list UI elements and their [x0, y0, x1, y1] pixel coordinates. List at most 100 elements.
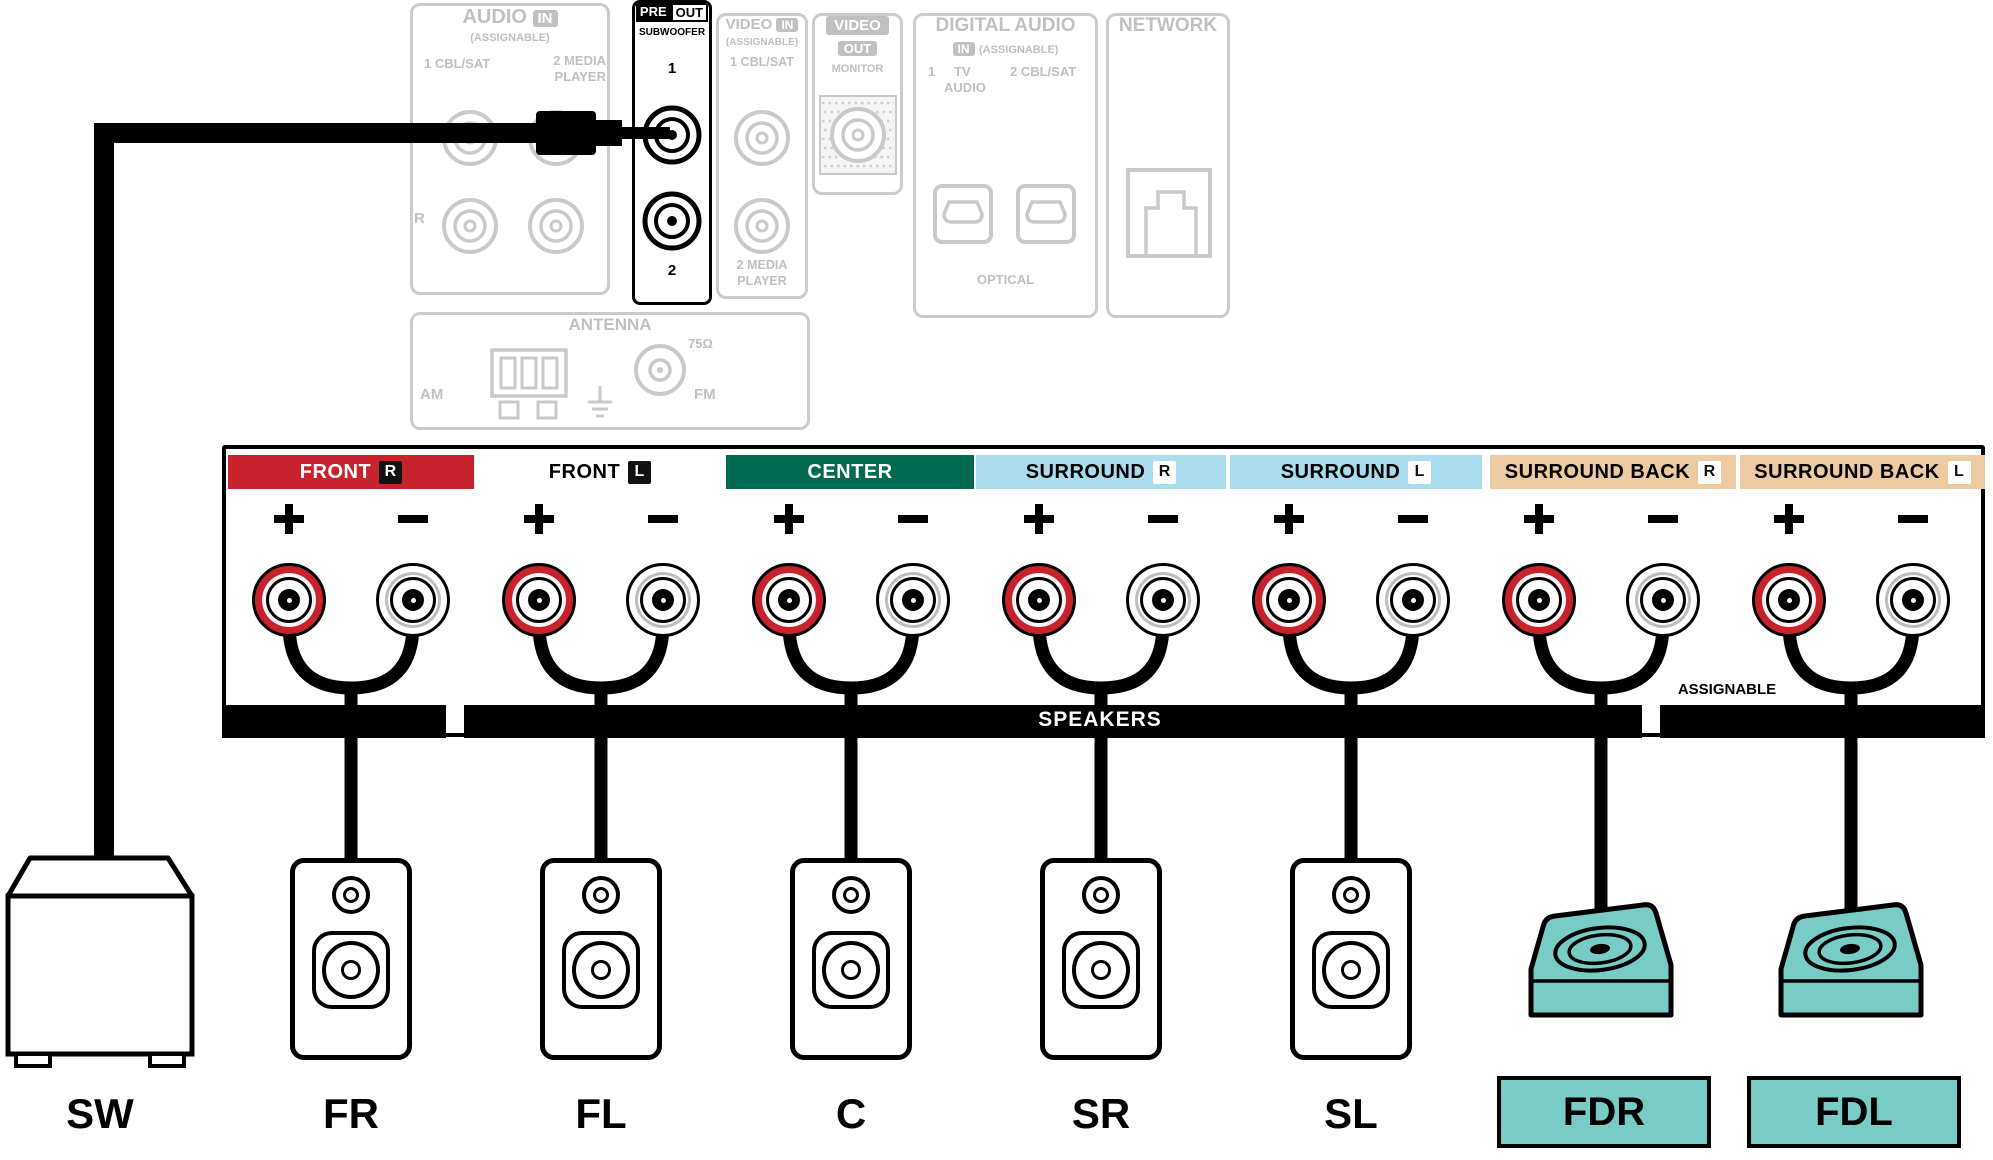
pre-out-header: PRE OUT — [634, 3, 710, 22]
channel-label-surround-l: SURROUND L — [1230, 455, 1482, 489]
minus-icon-front-l — [648, 515, 678, 523]
speaker-wire-center — [782, 623, 920, 884]
speakers-bar-center — [464, 705, 1642, 738]
optical-jack-2 — [1016, 184, 1076, 244]
audio-in-badge: IN — [532, 10, 558, 27]
minus-icon-surround-back-r — [1648, 515, 1678, 523]
digital-jack2-label: 2 CBL/SAT — [1010, 64, 1077, 79]
subwoofer-preout-jack-2 — [642, 191, 702, 251]
speakers-bar-label: SPEAKERS — [1038, 708, 1162, 731]
plus-icon-front-r — [274, 504, 304, 534]
tweeter-icon — [332, 876, 370, 914]
minus-icon-surround-r — [1148, 515, 1178, 523]
binding-post-positive-front-l — [502, 563, 576, 637]
video-in-title-text: VIDEO — [725, 16, 773, 33]
digital-jack1-number: 1 — [928, 64, 936, 79]
minus-icon-surround-l — [1398, 515, 1428, 523]
digital-audio-subtitle: IN (ASSIGNABLE) — [913, 40, 1098, 58]
channel-badge: L — [1947, 460, 1971, 484]
channel-name: SURROUND BACK — [1504, 460, 1691, 483]
speaker-fl-icon — [540, 858, 662, 1060]
minus-icon-front-r — [398, 515, 428, 523]
speaker-c-icon — [790, 858, 912, 1060]
binding-post-positive-surround-back-r — [1502, 563, 1576, 637]
audio-in-jack2-label-1: 2 MEDIA — [553, 53, 606, 68]
audio-in-jack1-label: 1 CBL/SAT — [424, 56, 491, 71]
plus-icon-front-l — [524, 504, 554, 534]
video-out-title: VIDEO — [826, 16, 889, 35]
woofer-icon — [1062, 931, 1140, 1009]
binding-post-negative-surround-back-l — [1876, 563, 1950, 637]
speaker-wire-surround-l — [1282, 623, 1420, 884]
ground-icon — [588, 386, 612, 418]
binding-post-positive-center — [752, 563, 826, 637]
audio-in-title-text: AUDIO — [462, 6, 527, 28]
label-sr: SR — [1071, 1090, 1131, 1137]
pre-label: PRE — [635, 3, 671, 22]
tweeter-icon — [1332, 876, 1370, 914]
channel-name: CENTER — [807, 460, 893, 483]
channel-name: FRONT — [299, 460, 372, 483]
out-label: OUT — [670, 3, 709, 22]
channel-badge: R — [1698, 460, 1722, 484]
channel-label-surround-back-r: SURROUND BACK R — [1490, 455, 1736, 489]
plus-icon-surround-back-r — [1524, 504, 1554, 534]
plus-icon-center — [774, 504, 804, 534]
label-fl: FL — [575, 1090, 627, 1137]
woofer-icon — [1312, 931, 1390, 1009]
digital-audio-title: DIGITAL AUDIO — [935, 15, 1076, 36]
assignable-label: ASSIGNABLE — [1677, 681, 1777, 698]
binding-post-positive-surround-l — [1252, 563, 1326, 637]
tweeter-icon — [832, 876, 870, 914]
speaker-wire-front-l — [532, 623, 670, 884]
digital-audio-in-badge: IN — [952, 42, 975, 56]
woofer-icon — [562, 931, 640, 1009]
channel-name: SURROUND BACK — [1754, 460, 1940, 483]
channel-name: FRONT — [548, 460, 621, 483]
optical-label: OPTICAL — [976, 272, 1035, 287]
monitor-jack — [819, 95, 897, 175]
antenna-title: ANTENNA — [568, 315, 652, 334]
digital-jack1-label-2: AUDIO — [944, 80, 986, 95]
video-in-jack1-label: 1 CBL/SAT — [730, 55, 794, 69]
channel-name: SURROUND — [1280, 460, 1401, 483]
video-in-assignable: (ASSIGNABLE) — [725, 37, 799, 48]
subwoofer-icon — [5, 855, 195, 1068]
tweeter-icon — [582, 876, 620, 914]
fm-coax-jack — [634, 344, 686, 396]
channel-label-front-l: FRONT L — [476, 455, 724, 489]
binding-post-negative-surround-back-r — [1626, 563, 1700, 637]
channel-label-surround-r: SURROUND R — [976, 455, 1226, 489]
audio-in-r-label: R — [414, 210, 425, 227]
label-fdl-box: FDL — [1747, 1076, 1961, 1148]
speaker-wire-front-r — [282, 623, 420, 884]
channel-badge: R — [379, 460, 403, 484]
binding-post-negative-center — [876, 563, 950, 637]
minus-icon-center — [898, 515, 928, 523]
audio-in-assignable: (ASSIGNABLE) — [470, 32, 550, 44]
video-out-out-row: OUT — [812, 40, 903, 58]
preout-jack1-number: 1 — [667, 60, 677, 77]
ethernet-jack — [1126, 168, 1212, 258]
binding-post-negative-front-l — [626, 563, 700, 637]
audio-in-jack2-label-2: PLAYER — [554, 69, 606, 84]
speakers-bar-right — [1660, 705, 1985, 738]
digital-audio-assignable: (ASSIGNABLE) — [979, 44, 1059, 56]
video-in-title: VIDEO IN — [716, 16, 808, 33]
minus-icon-surround-back-l — [1898, 515, 1928, 523]
channel-label-front-r: FRONT R — [228, 455, 474, 489]
woofer-icon — [812, 931, 890, 1009]
am-antenna-terminal-icon — [490, 348, 568, 420]
optical-jack-1 — [933, 184, 993, 244]
plus-icon-surround-l — [1274, 504, 1304, 534]
subwoofer-cable — [94, 123, 538, 910]
dolby-speaker-fdr-icon — [1528, 902, 1674, 1018]
video-out-title-row: VIDEO — [812, 16, 903, 35]
video-in-jack2-label-2: PLAYER — [737, 274, 787, 288]
channel-badge: R — [1153, 460, 1177, 484]
plus-icon-surround-r — [1024, 504, 1054, 534]
fm-label: FM — [694, 386, 716, 403]
label-sl: SL — [1324, 1090, 1378, 1137]
